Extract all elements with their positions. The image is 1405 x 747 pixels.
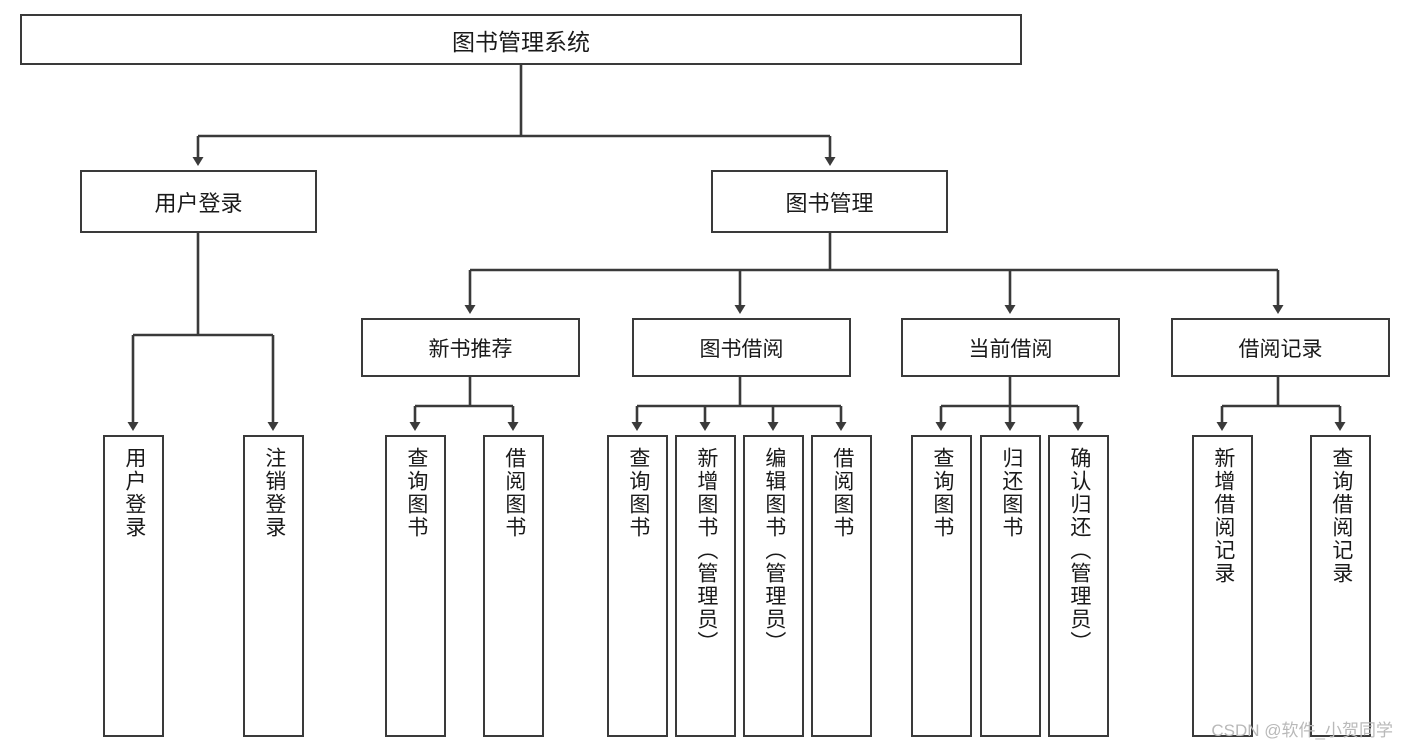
watermark-text: CSDN @软件_小贺同学 xyxy=(1211,721,1393,740)
node-current-borrow[interactable]: 当前借阅 xyxy=(901,318,1120,377)
leaf-book-borrow-add[interactable]: 新增图书（管理员） xyxy=(675,435,736,737)
leaf-label: 归还图书 xyxy=(999,447,1023,539)
node-borrow-record[interactable]: 借阅记录 xyxy=(1171,318,1390,377)
leaf-new-book-borrow[interactable]: 借阅图书 xyxy=(483,435,544,737)
node-book-management[interactable]: 图书管理 xyxy=(711,170,948,233)
node-new-book-recommend[interactable]: 新书推荐 xyxy=(361,318,580,377)
leaf-label: 确认归还（管理员） xyxy=(1067,447,1091,654)
leaf-label: 借阅图书 xyxy=(502,447,526,539)
leaf-label: 查询图书 xyxy=(930,447,954,539)
leaf-label: 查询借阅记录 xyxy=(1329,447,1353,585)
leaf-label: 用户登录 xyxy=(122,447,146,539)
leaf-label: 新增图书（管理员） xyxy=(694,447,718,654)
leaf-label: 查询图书 xyxy=(404,447,428,539)
leaf-current-borrow-confirm-return[interactable]: 确认归还（管理员） xyxy=(1048,435,1109,737)
node-user-login[interactable]: 用户登录 xyxy=(80,170,317,233)
leaf-user-login-login[interactable]: 用户登录 xyxy=(103,435,164,737)
leaf-book-borrow-edit[interactable]: 编辑图书（管理员） xyxy=(743,435,804,737)
leaf-label: 编辑图书（管理员） xyxy=(762,447,786,654)
leaf-book-borrow-query[interactable]: 查询图书 xyxy=(607,435,668,737)
leaf-borrow-record-add[interactable]: 新增借阅记录 xyxy=(1192,435,1253,737)
leaf-label: 借阅图书 xyxy=(830,447,854,539)
leaf-current-borrow-return[interactable]: 归还图书 xyxy=(980,435,1041,737)
node-root-system[interactable]: 图书管理系统 xyxy=(20,14,1022,65)
leaf-current-borrow-query[interactable]: 查询图书 xyxy=(911,435,972,737)
node-book-borrow[interactable]: 图书借阅 xyxy=(632,318,851,377)
leaf-borrow-record-query[interactable]: 查询借阅记录 xyxy=(1310,435,1371,737)
leaf-label: 新增借阅记录 xyxy=(1211,447,1235,585)
leaf-book-borrow-borrow[interactable]: 借阅图书 xyxy=(811,435,872,737)
leaf-label: 查询图书 xyxy=(626,447,650,539)
leaf-label: 注销登录 xyxy=(262,447,286,539)
leaf-new-book-query[interactable]: 查询图书 xyxy=(385,435,446,737)
leaf-user-login-logout[interactable]: 注销登录 xyxy=(243,435,304,737)
